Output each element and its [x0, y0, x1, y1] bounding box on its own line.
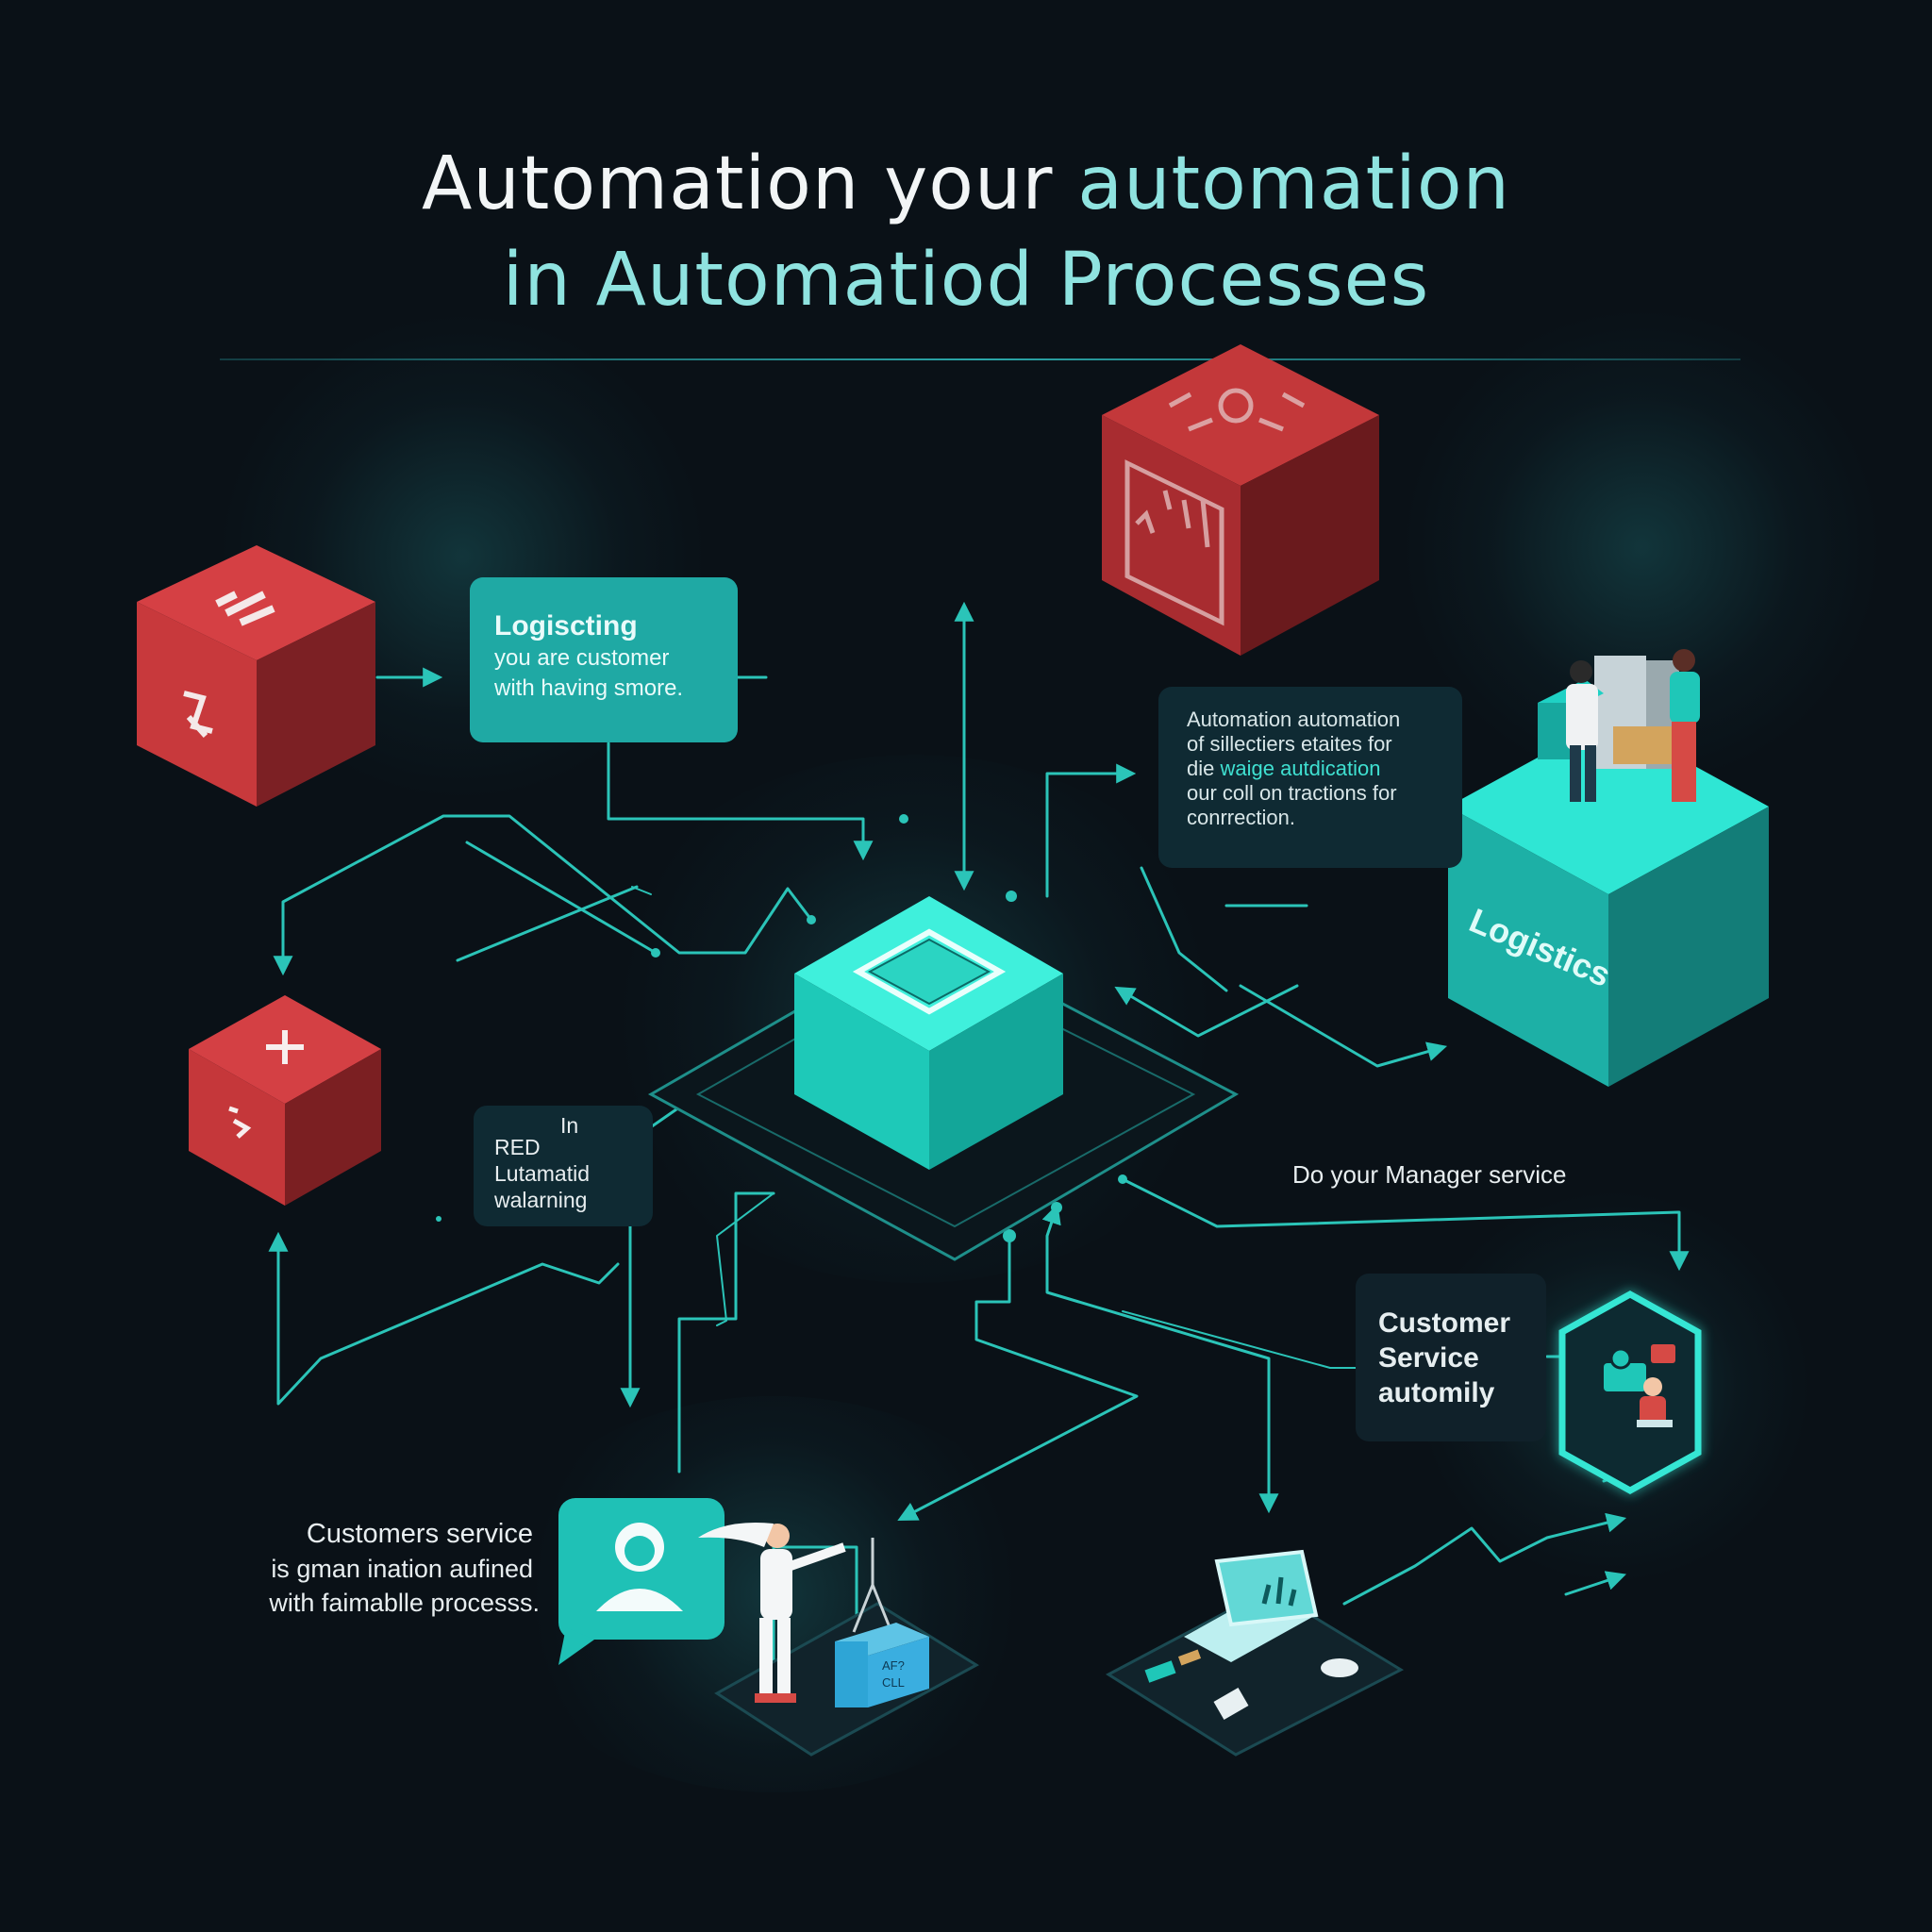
customer-service-line-2: Service — [1378, 1342, 1479, 1374]
title-part-white: Automation your — [422, 142, 1054, 226]
title-line-1: Automation your automation — [0, 142, 1932, 226]
package-label-2: CLL — [882, 1675, 905, 1690]
automation-note-line-1: Automation automation — [1187, 708, 1401, 731]
automation-note-line-2: of sillectiers etaites for — [1187, 732, 1392, 756]
red-cube-mid-left — [189, 995, 381, 1206]
automation-note-line-3b: waige autdication — [1220, 757, 1381, 780]
support-agent-figure: AF? CLL — [698, 1523, 979, 1757]
automation-note-line-5: conrrection. — [1187, 806, 1295, 829]
workers-illustration — [1538, 649, 1700, 802]
automation-note-line-3: die waige autdication — [1187, 757, 1436, 781]
red-note-line-1: RED — [494, 1135, 541, 1159]
customers-service-title: Customers service — [306, 1519, 533, 1549]
red-note-line-2: Lutamatid — [494, 1161, 591, 1186]
automation-note-line-3a: die — [1187, 757, 1215, 780]
logiscting-card-title: Logiscting — [494, 610, 638, 641]
red-note-card: RED Lutamatid walarning — [474, 1106, 653, 1226]
title-line-2: in Automatiod Processes — [502, 238, 1430, 323]
red-note-line-3: walarning — [494, 1188, 588, 1212]
laptop-workstation — [1106, 1549, 1405, 1757]
title-part-teal: automation — [1077, 142, 1510, 226]
logiscting-card: Logiscting you are customer with having … — [470, 577, 738, 742]
red-cube-top-center — [1102, 344, 1379, 656]
central-cube — [794, 896, 1063, 1170]
customers-service-line-1: is gman ination aufined — [271, 1555, 533, 1583]
logiscting-card-line-1: you are customer — [494, 645, 670, 671]
package-label-1: AF? — [882, 1658, 905, 1673]
customer-service-hexagon — [1558, 1290, 1702, 1495]
customer-service-card: Customer Service automily — [1356, 1274, 1546, 1441]
support-chat-bubble — [558, 1498, 724, 1665]
customer-service-line-3: automily — [1378, 1377, 1495, 1408]
red-cube-top-left — [137, 545, 375, 807]
logistics-cube: Logistics — [1448, 719, 1769, 1087]
title-divider — [220, 358, 1740, 360]
logiscting-card-line-2: with having smore. — [494, 675, 684, 701]
red-note-in-label: In — [560, 1113, 579, 1138]
customers-service-line-2: with faimablle processs. — [269, 1589, 540, 1617]
customer-service-line-1: Customer — [1378, 1307, 1511, 1339]
automation-note-card: Automation automation of sillectiers eta… — [1158, 687, 1462, 868]
automation-note-line-4: our coll on tractions for — [1187, 781, 1397, 805]
manager-service-label: Do your Manager service — [1292, 1160, 1567, 1189]
